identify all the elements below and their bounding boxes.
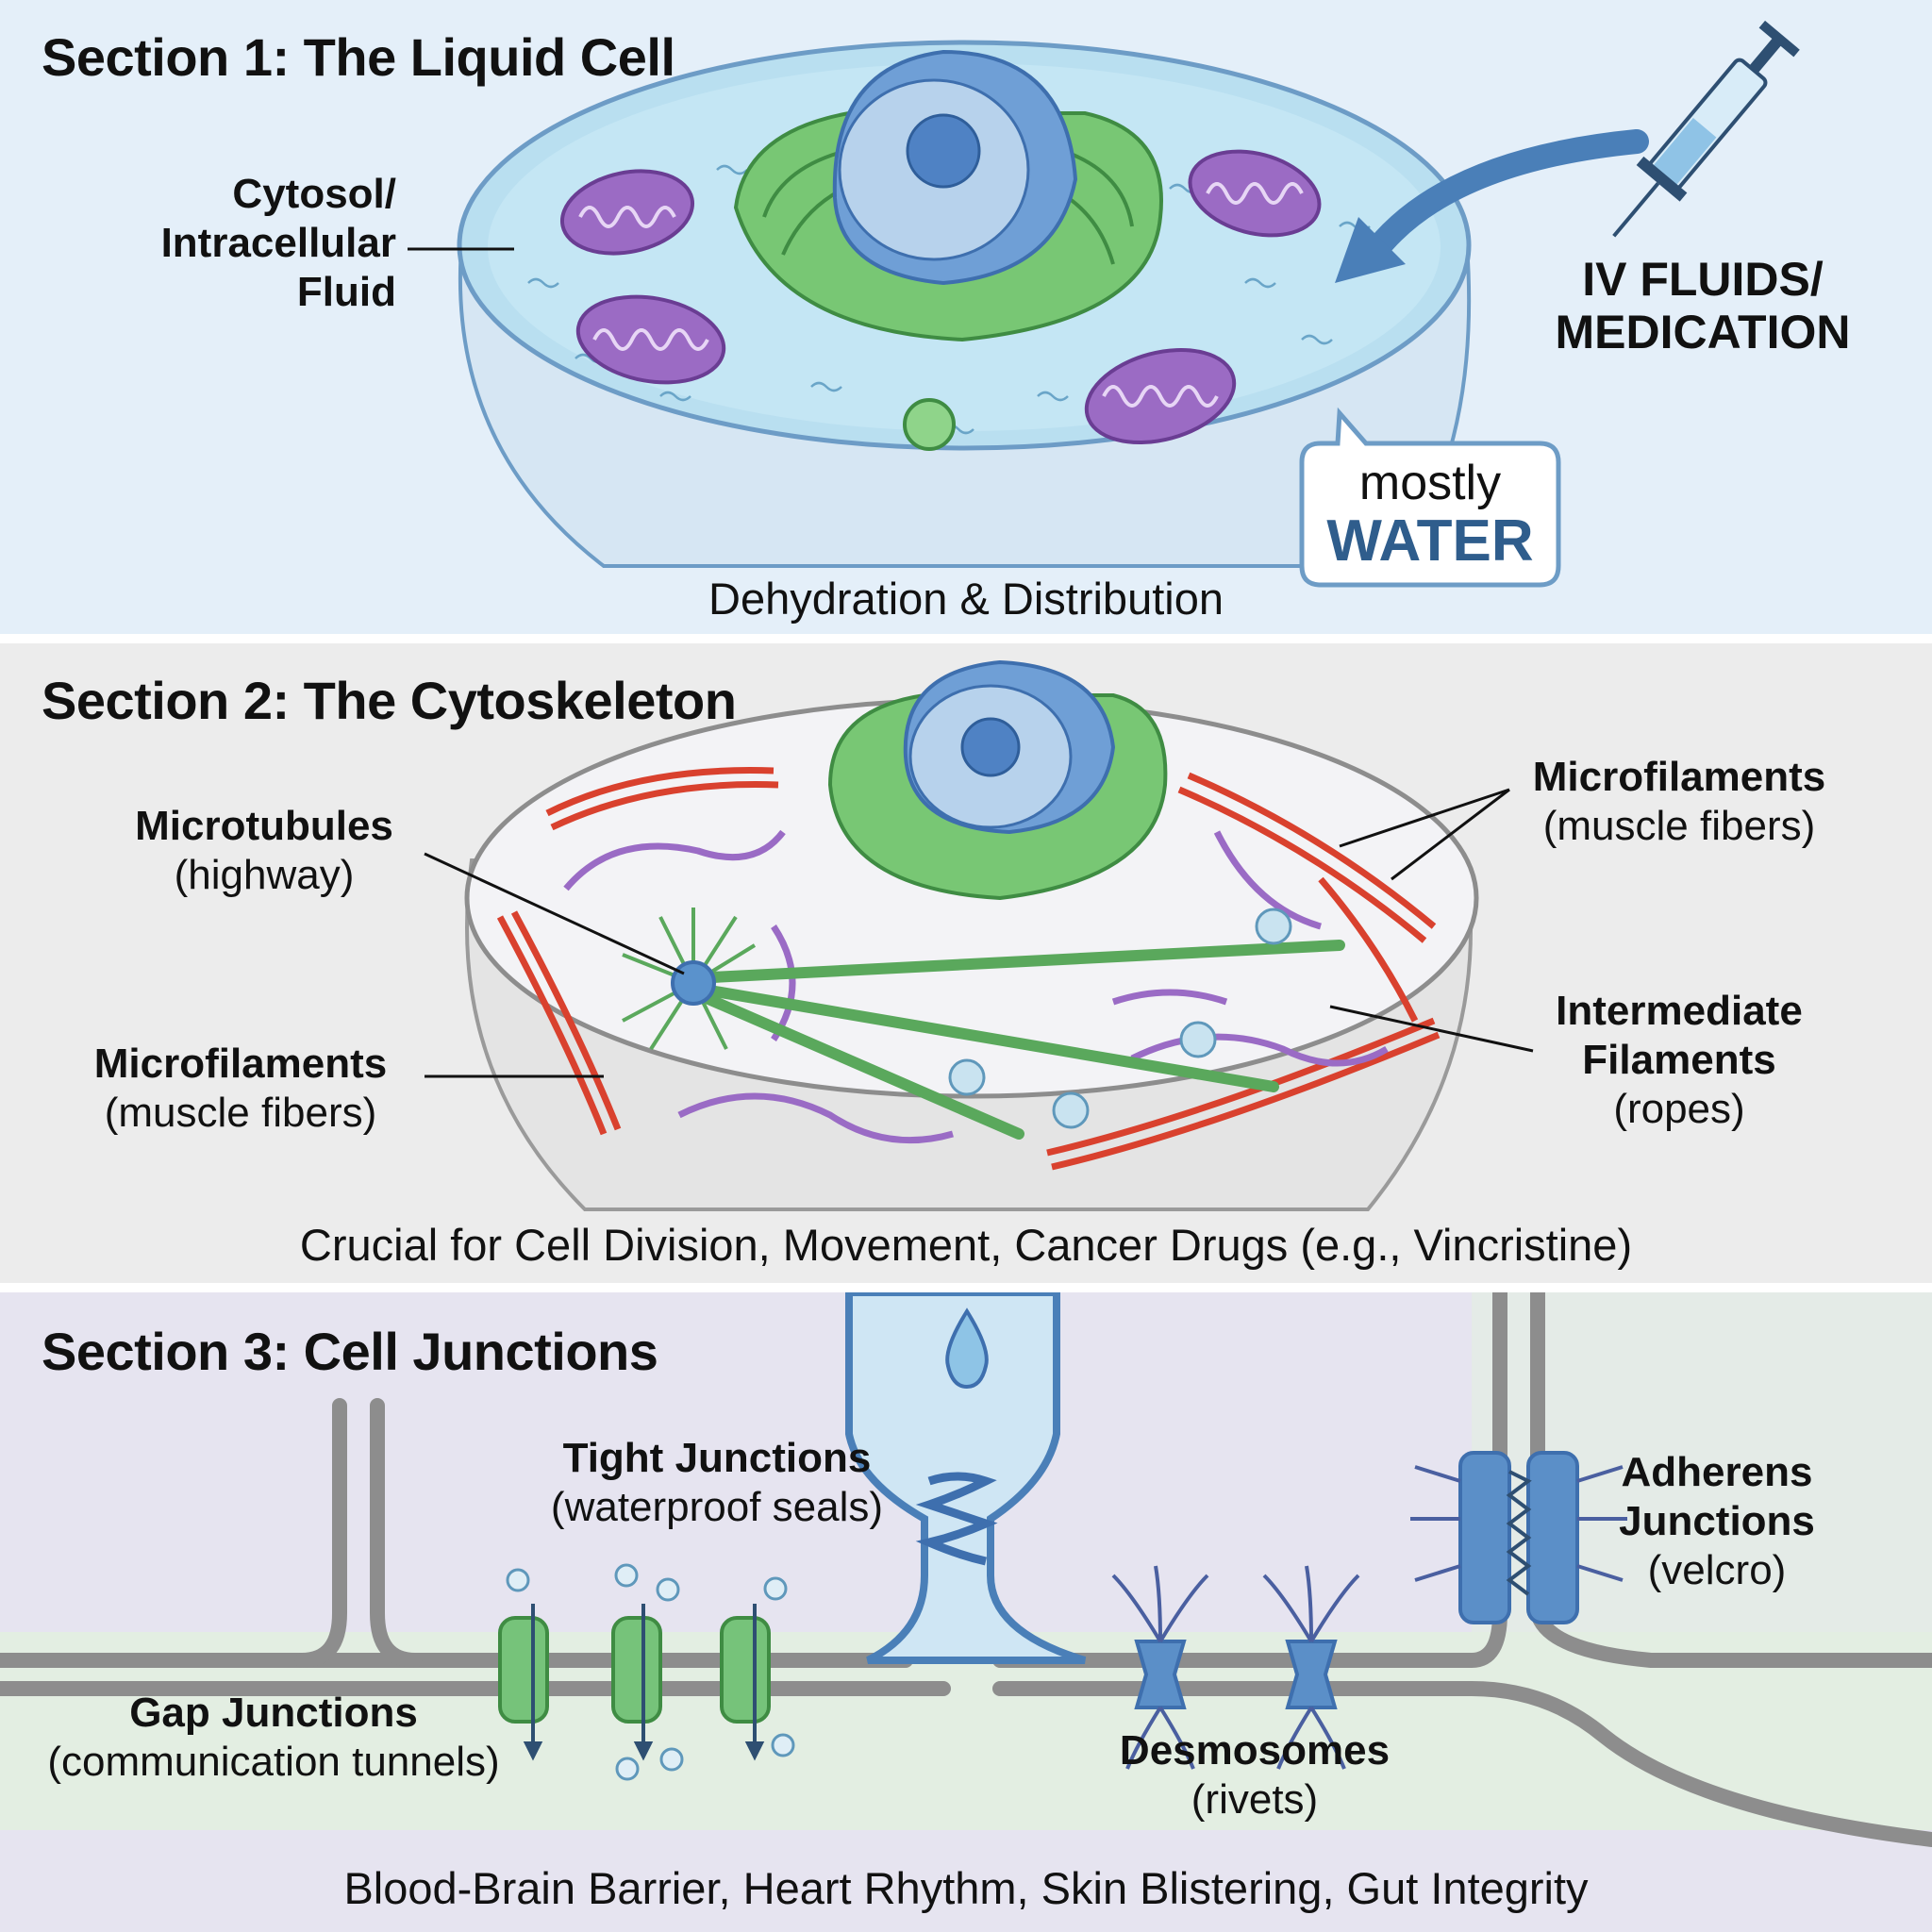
liquid-cell-illustration [408, 20, 1800, 588]
syringe-icon [1612, 20, 1800, 238]
section3-title: Section 3: Cell Junctions [42, 1322, 658, 1381]
microtubules-label: Microtubules (highway) [135, 803, 393, 898]
section-cell-junctions: Section 3: Cell Junctions Tight Junction… [0, 1292, 1932, 1932]
section1-caption: Dehydration & Distribution [708, 574, 1224, 624]
mitochondria [559, 149, 1322, 445]
transport-vesicles [948, 908, 1292, 1129]
adherens-junction [1410, 1451, 1627, 1624]
nucleus [903, 659, 1116, 835]
cell-junctions-illustration [0, 1292, 1932, 1847]
cytoskeleton-illustration [424, 659, 1534, 1211]
water-drop-icon [945, 1307, 989, 1390]
bubble-mostly: mostly [1358, 456, 1502, 510]
gap-junction-channels [498, 1616, 771, 1724]
microtubules [688, 940, 1345, 1140]
ions [506, 1563, 795, 1781]
actin-microfilaments [496, 767, 1441, 1171]
adherens-junctions-label: Adherens Junctions (velcro) [1619, 1449, 1815, 1593]
iv-inflow-arrow [1360, 129, 1649, 267]
desmosome-plaques [1134, 1640, 1338, 1709]
water-bubble [1299, 407, 1561, 588]
nucleus [832, 49, 1078, 286]
microfilaments-right-label: Microfilaments (muscle fibers) [1532, 754, 1826, 849]
centrosome [622, 908, 757, 1051]
bubble-water: WATER [1326, 508, 1534, 574]
section1-title: Section 1: The Liquid Cell [42, 27, 675, 87]
section-cytoskeleton: Section 2: The Cytoskeleton Microtubules… [0, 643, 1932, 1283]
section2-caption: Crucial for Cell Division, Movement, Can… [299, 1220, 1633, 1270]
section-liquid-cell: Section 1: The Liquid Cell Cytosol/ Intr… [0, 0, 1932, 634]
tight-junctions-label: Tight Junctions (waterproof seals) [550, 1435, 884, 1530]
iv-fluids-label: IV FLUIDS/ MEDICATION [1555, 253, 1851, 358]
gap-junctions-label: Gap Junctions (communication tunnels) [47, 1690, 500, 1785]
section3-caption: Blood-Brain Barrier, Heart Rhythm, Skin … [343, 1863, 1589, 1913]
microfilaments-left-label: Microfilaments (muscle fibers) [93, 1041, 388, 1136]
section2-title: Section 2: The Cytoskeleton [42, 671, 737, 730]
intermediate-filaments-label: Intermediate Filaments (ropes) [1556, 988, 1803, 1132]
cytosol-label: Cytosol/ Intracellular Fluid [160, 171, 396, 315]
tight-junction-seal [915, 1472, 998, 1566]
desmosomes-label: Desmosomes (rivets) [1119, 1727, 1391, 1823]
